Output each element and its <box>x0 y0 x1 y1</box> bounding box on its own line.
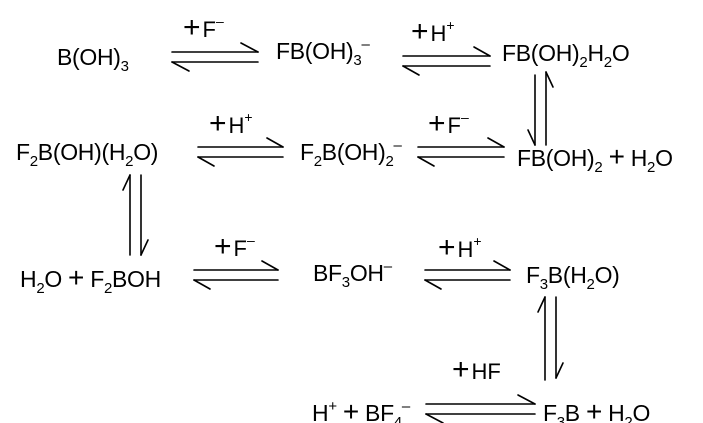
reagent-proton-2: +H+ <box>209 107 253 140</box>
reagent-fluoride-3: +F– <box>214 230 255 263</box>
equilibrium-arrow-5 <box>193 260 279 290</box>
equilibrium-arrow-vertical-1 <box>527 71 554 146</box>
equilibrium-arrow-3 <box>197 137 284 167</box>
reagent-proton-3: +H+ <box>438 231 482 264</box>
species-f2b-oh-h2o: F2B(OH)(H2O) <box>16 139 159 170</box>
reagent-fluoride-2: +F– <box>428 107 469 140</box>
species-bf3oh-anion: BF3OH– <box>313 258 392 291</box>
equilibrium-arrow-4 <box>417 137 505 167</box>
equilibrium-arrow-7 <box>425 394 536 423</box>
reagent-fluoride-1: +F– <box>183 11 224 44</box>
species-f3b-h2o: F3B(H2O) <box>526 262 620 293</box>
species-fb-oh3-anion: FB(OH)3– <box>276 36 370 69</box>
species-f2b-oh2-anion: F2B(OH)2– <box>300 137 402 170</box>
equilibrium-arrow-vertical-2 <box>122 174 149 256</box>
species-f3b-h2o-products: F3B + H2O <box>543 396 651 423</box>
reagent-hf: +HF <box>452 353 501 386</box>
species-fb-oh2: FB(OH)2 + H2O <box>517 141 673 176</box>
species-h-bf4: H+ + BF4– <box>312 396 410 423</box>
species-h2o-f2boh: H2O + F2BOH <box>20 262 161 297</box>
species-fb-oh2-h2o: FB(OH)2H2O <box>502 40 630 71</box>
reagent-proton-1: +H+ <box>411 15 455 48</box>
equilibrium-arrow-6 <box>424 260 511 290</box>
equilibrium-arrow-1 <box>171 42 259 72</box>
equilibrium-arrow-2 <box>402 46 491 76</box>
equilibrium-arrow-vertical-3 <box>537 296 564 381</box>
species-boric-acid: B(OH)3 <box>57 44 129 75</box>
